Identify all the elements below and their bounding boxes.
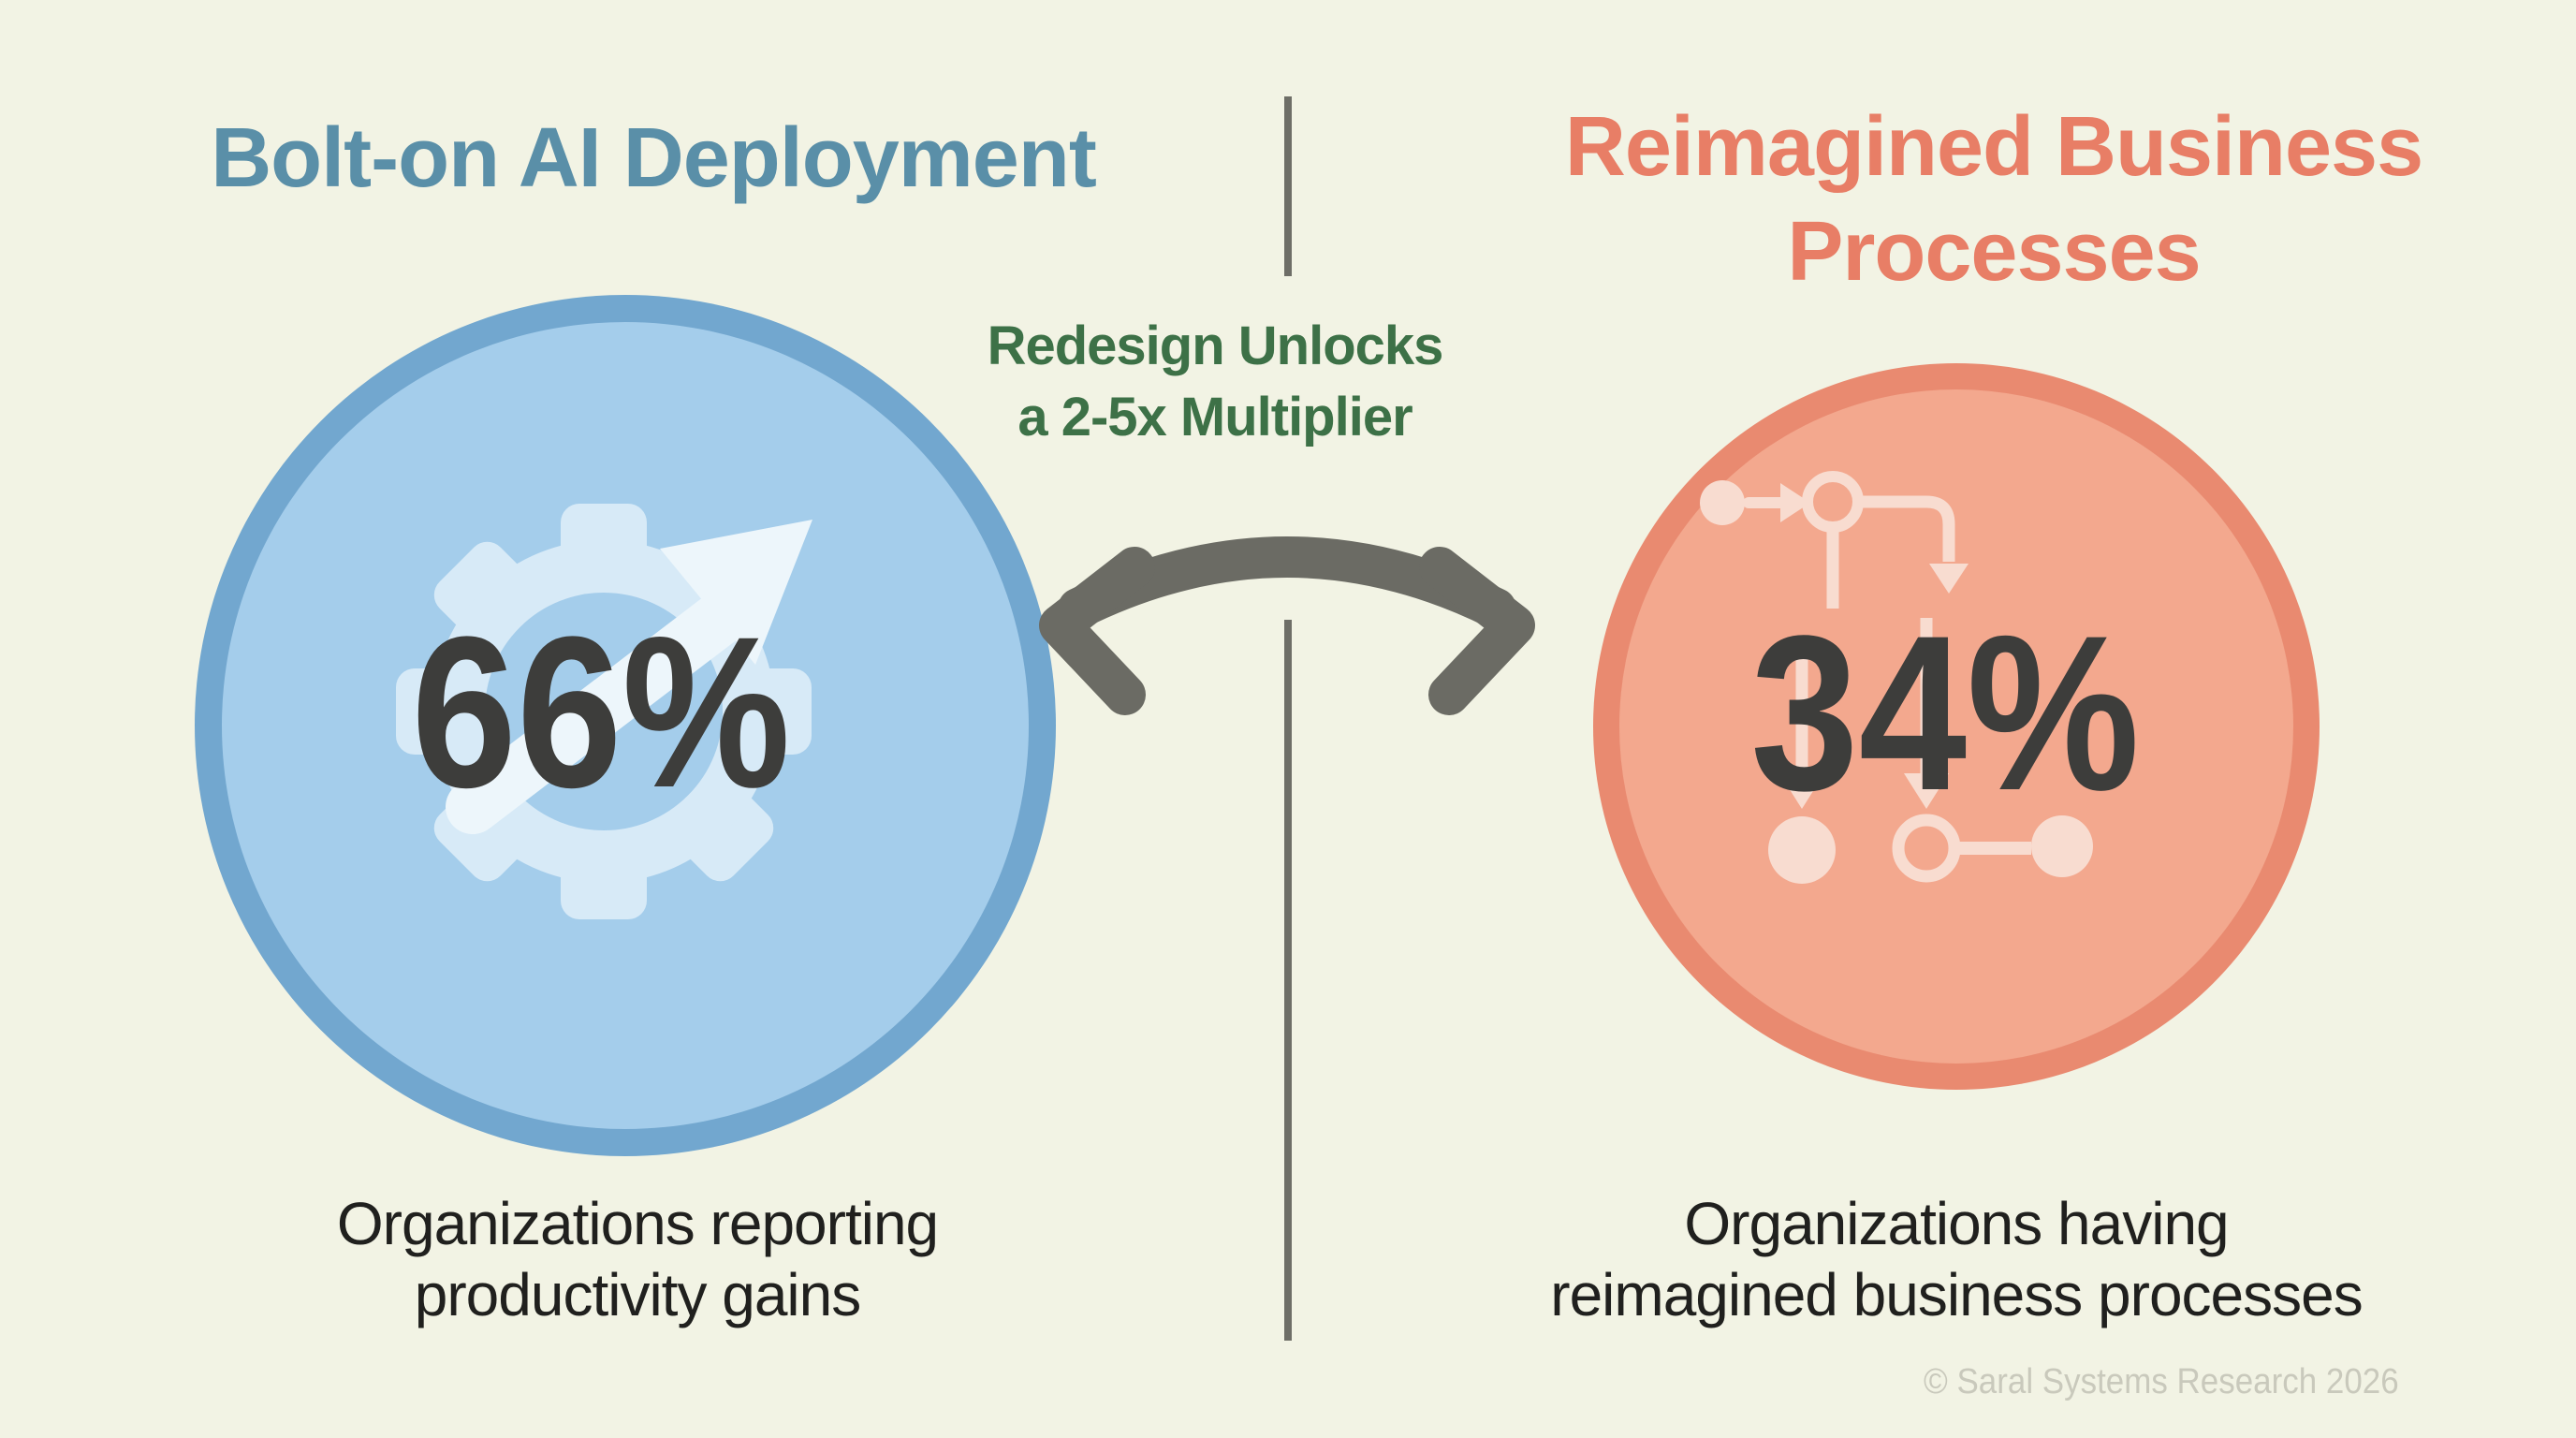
left-percent-value: 66%	[411, 592, 791, 832]
right-percent-value: 34%	[1750, 590, 2140, 837]
right-caption-line2: reimagined business processes	[1550, 1261, 2363, 1328]
right-title: Reimagined Business Processes	[1564, 95, 2423, 304]
left-circle	[195, 295, 1056, 1156]
divider-line	[1284, 96, 1292, 1341]
left-caption-line1: Organizations reporting	[336, 1190, 939, 1257]
multiplier-callout-line2: a 2-5x Multiplier	[1017, 387, 1412, 448]
double-arrow-icon	[1039, 536, 1535, 715]
right-circle	[1593, 363, 2320, 1090]
left-caption: Organizations reporting productivity gai…	[336, 1188, 939, 1330]
right-title-line2: Processes	[1787, 205, 2201, 299]
right-caption: Organizations having reimagined business…	[1550, 1188, 2363, 1330]
copyright-footer: © Saral Systems Research 2026	[1924, 1362, 2399, 1401]
growth-arrow-icon	[446, 520, 812, 834]
right-caption-line1: Organizations having	[1684, 1190, 2229, 1257]
flowchart-icon	[1700, 471, 2093, 884]
left-title: Bolt-on AI Deployment	[211, 111, 1097, 205]
multiplier-callout-line1: Redesign Unlocks	[987, 315, 1444, 376]
right-title-line1: Reimagined Business	[1564, 100, 2423, 194]
left-caption-line2: productivity gains	[414, 1261, 861, 1328]
multiplier-callout: Redesign Unlocks a 2-5x Multiplier	[987, 311, 1444, 453]
